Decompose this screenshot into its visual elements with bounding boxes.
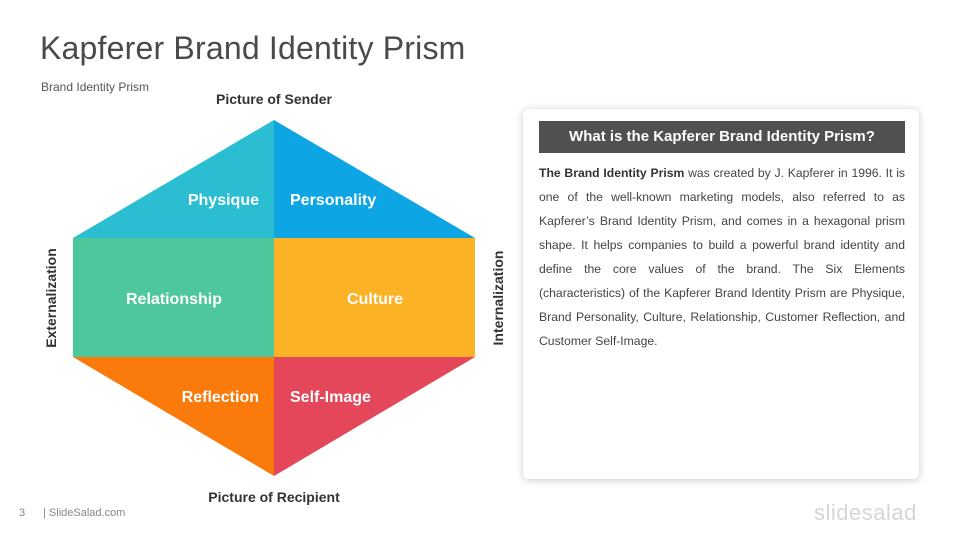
- axis-label-left: Externalization: [43, 248, 59, 348]
- slide-title: Kapferer Brand Identity Prism: [40, 30, 466, 66]
- axis-label-bottom: Picture of Recipient: [208, 489, 340, 505]
- brand-identity-prism: Physique Personality Relationship Cultur…: [43, 91, 506, 505]
- info-body-lead: The Brand Identity Prism: [539, 166, 685, 180]
- prism-diagram: Physique Personality Relationship Cultur…: [43, 91, 506, 505]
- info-card: What is the Kapferer Brand Identity Pris…: [523, 109, 919, 479]
- axis-label-right: Internalization: [490, 251, 506, 346]
- page-number: 3: [19, 507, 26, 519]
- segment-label-relationship: Relationship: [126, 291, 222, 308]
- segment-label-reflection: Reflection: [182, 389, 259, 406]
- segment-personality: [274, 120, 475, 238]
- axis-label-top: Picture of Sender: [216, 91, 332, 107]
- segment-label-personality: Personality: [290, 192, 376, 209]
- info-body-text: was created by J. Kapferer in 1996. It i…: [539, 166, 906, 348]
- segment-label-physique: Physique: [188, 192, 259, 209]
- slidesalad-logo: slidesalad: [814, 500, 917, 525]
- segment-self-image: [274, 357, 475, 476]
- footer-site-link[interactable]: | SlideSalad.com: [43, 507, 126, 519]
- segment-reflection: [73, 357, 274, 476]
- info-body: The Brand Identity Prism was created by …: [539, 161, 905, 353]
- info-heading: What is the Kapferer Brand Identity Pris…: [539, 121, 905, 153]
- segment-culture: [274, 238, 475, 357]
- segment-label-culture: Culture: [347, 291, 403, 308]
- segment-physique: [73, 120, 274, 238]
- slide-subtitle: Brand Identity Prism: [41, 80, 150, 94]
- segment-relationship: [73, 238, 274, 357]
- segment-label-self-image: Self-Image: [290, 389, 371, 406]
